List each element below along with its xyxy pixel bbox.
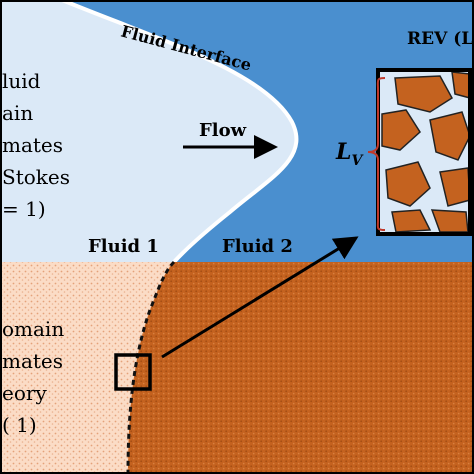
- porous-dark-region: [128, 262, 474, 474]
- left-lower-line-4: ( 1): [2, 413, 37, 437]
- bracket-icon: [367, 77, 386, 231]
- left-upper-line-2: ain: [2, 101, 33, 125]
- fluid-1-label: Fluid 1: [88, 236, 159, 257]
- rev-label: REV (L: [407, 29, 473, 49]
- lv-label: LV: [335, 139, 364, 169]
- grain: [385, 161, 431, 207]
- flow-label: Flow: [199, 120, 247, 141]
- rev-box-icon: [376, 68, 472, 236]
- left-lower-line-1: omain: [2, 317, 64, 341]
- fluid-interface-curve: [61, 0, 299, 264]
- grain: [429, 111, 471, 161]
- left-upper-line-5: = 1): [2, 197, 46, 221]
- rev-box-frame: [376, 68, 472, 236]
- grain: [451, 71, 471, 99]
- grain: [394, 75, 453, 113]
- grain: [381, 109, 421, 151]
- fluid-2-label: Fluid 2: [222, 236, 293, 257]
- grain: [391, 209, 432, 233]
- left-lower-line-3: eory: [2, 381, 47, 405]
- left-upper-line-4: Stokes: [2, 165, 70, 189]
- fluid-1-region: [0, 0, 297, 262]
- rev-small-box: [114, 353, 152, 391]
- left-lower-line-2: mates: [2, 349, 63, 373]
- left-upper-line-3: mates: [2, 133, 63, 157]
- left-upper-line-1: luid: [2, 69, 41, 93]
- porous-boundary-dashed: [126, 260, 176, 474]
- zoom-arrow-icon: [161, 236, 359, 359]
